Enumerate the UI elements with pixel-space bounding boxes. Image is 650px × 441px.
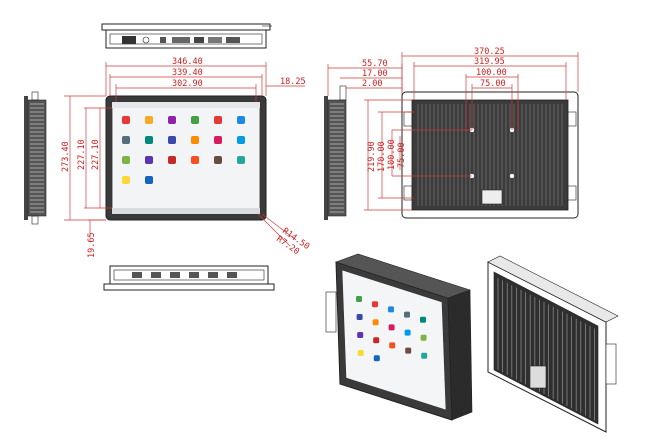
port-connector	[189, 272, 199, 278]
app-icon-n	[405, 347, 412, 354]
dim-front-width-screen: 302.90	[172, 79, 203, 89]
app-icon-l	[237, 136, 245, 144]
dim-rear-vesa-75: 75.00	[480, 79, 506, 89]
app-icon-j	[420, 334, 427, 341]
iso-rear-view	[487, 255, 619, 433]
dim-side-depth-a: 17.00	[362, 69, 388, 79]
app-icon-j	[191, 136, 199, 144]
app-icon-r	[237, 156, 245, 164]
app-icon-o	[421, 352, 428, 359]
app-icon-i	[404, 329, 411, 336]
app-icon-t	[145, 176, 153, 184]
app-icon-a	[356, 296, 362, 302]
dim-rear-width-inner: 319.95	[474, 57, 505, 67]
app-icon-l	[373, 337, 380, 344]
dim-rear-height-c: 75.00	[397, 142, 407, 168]
front-view	[105, 95, 267, 221]
side-dimensions: 55.70 17.00 2.00	[327, 59, 403, 96]
dim-front-right-offset: 18.25	[280, 77, 306, 87]
port-connector	[132, 272, 142, 278]
dim-rear-height-outer: 219.90	[367, 141, 377, 172]
dim-side-depth-b: 2.00	[362, 79, 382, 89]
front-screen	[111, 101, 261, 215]
dim-front-height-outer: 273.40	[61, 141, 71, 172]
dim-front-bottom-offset: 19.65	[87, 232, 97, 258]
port-connector	[170, 272, 180, 278]
port-connector	[227, 272, 237, 278]
app-icon-q	[214, 156, 222, 164]
app-icon-e	[214, 116, 222, 124]
app-icon-b	[372, 301, 378, 308]
app-icon-m	[389, 342, 396, 349]
app-icon-q	[373, 355, 380, 362]
rear-dimensions: 370.25 319.95 100.00 75.00 219.90 170.00…	[364, 47, 579, 211]
app-icon-d	[404, 311, 410, 318]
dim-rear-height-b: 100.00	[387, 139, 397, 170]
front-app-icons	[122, 116, 245, 184]
app-icon-o	[168, 156, 176, 164]
dim-front-width-mid: 339.40	[172, 68, 203, 78]
app-icon-k	[357, 332, 364, 338]
app-icon-n	[145, 156, 153, 164]
app-icon-g	[122, 136, 130, 144]
app-icon-h	[145, 136, 153, 144]
app-icon-p	[357, 350, 364, 356]
right-side-view	[324, 85, 347, 220]
app-icon-b	[145, 116, 153, 124]
top-view	[101, 23, 272, 49]
app-icon-f	[356, 314, 363, 320]
iso-app-icons	[356, 296, 428, 362]
dim-front-width-outer: 346.40	[172, 57, 203, 67]
app-icon-i	[168, 136, 176, 144]
app-icon-d	[191, 116, 199, 124]
dim-front-height-a: 227.10	[77, 139, 87, 170]
app-icon-p	[191, 156, 199, 164]
dim-rear-height-a: 170.00	[377, 141, 387, 172]
app-icon-m	[122, 156, 130, 164]
dim-rear-vesa-100: 100.00	[476, 68, 507, 78]
dim-rear-width-outer: 370.25	[474, 47, 505, 57]
left-side-view	[24, 91, 47, 225]
iso-front-view	[325, 253, 473, 421]
app-icon-k	[214, 136, 222, 144]
app-icon-c	[168, 116, 176, 124]
app-icon-f	[237, 116, 245, 124]
app-icon-s	[122, 176, 130, 184]
bottom-view	[103, 265, 275, 291]
app-icon-a	[122, 116, 130, 124]
dim-side-depth-total: 55.70	[362, 59, 388, 69]
app-icon-g	[372, 319, 379, 326]
app-icon-c	[388, 306, 394, 313]
dim-front-height-b: 227.10	[91, 139, 101, 170]
app-icon-e	[420, 316, 426, 323]
app-icon-h	[388, 324, 395, 331]
port-connector	[208, 272, 218, 278]
rear-view	[401, 91, 579, 219]
port-connector	[151, 272, 161, 278]
